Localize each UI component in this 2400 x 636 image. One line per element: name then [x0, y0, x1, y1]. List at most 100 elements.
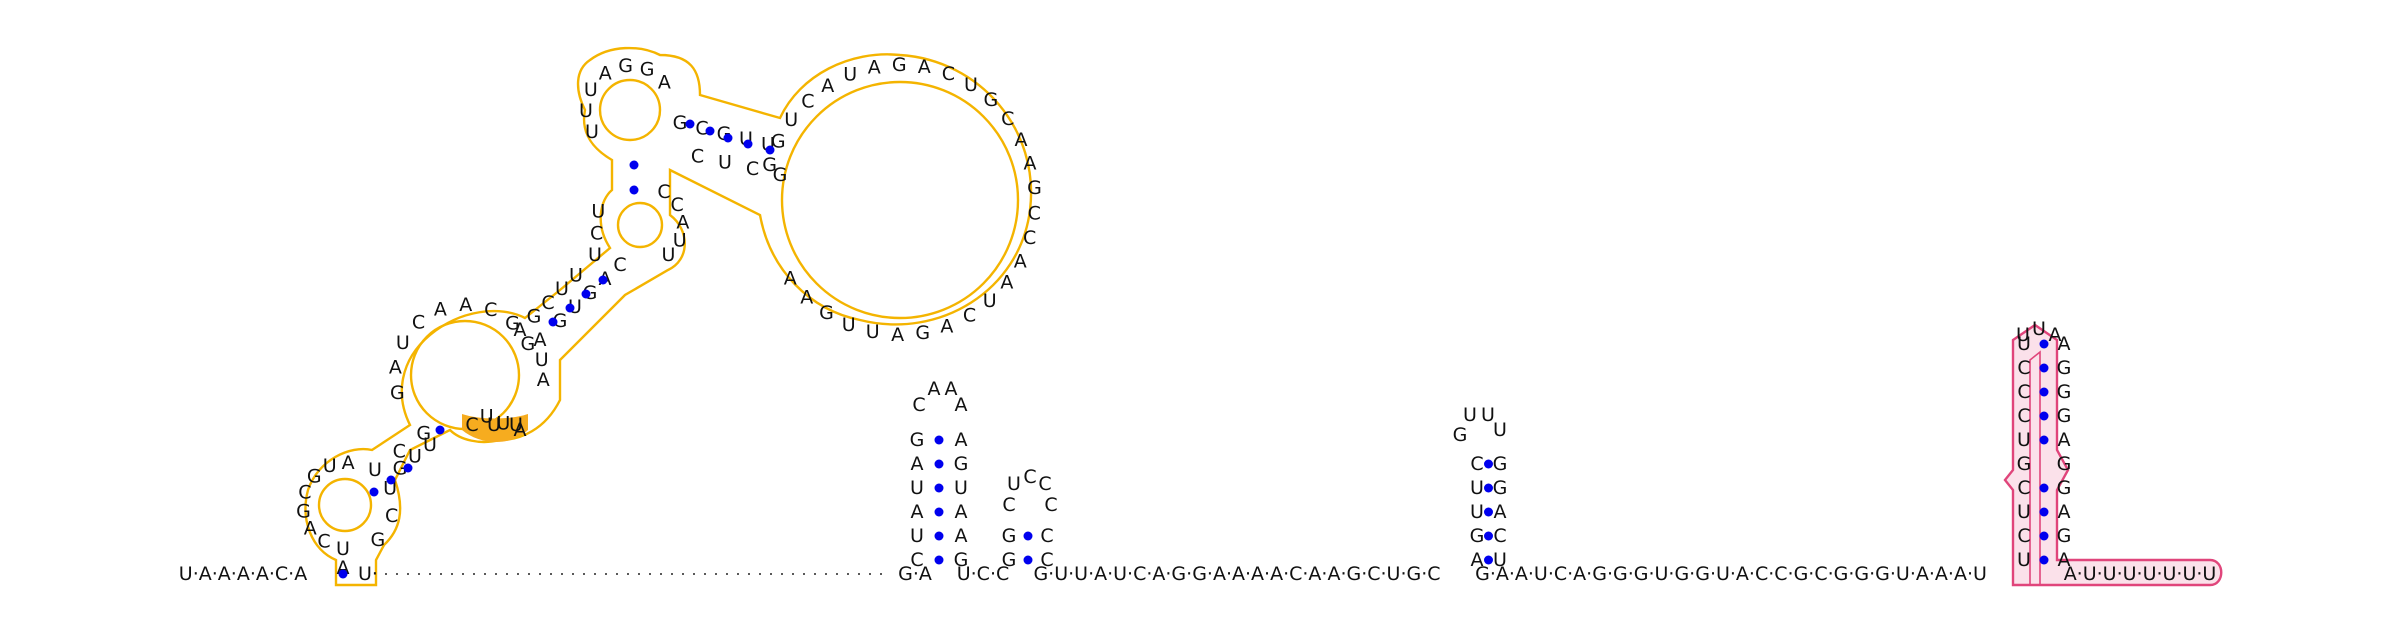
yellow-domain-nt: G — [390, 382, 405, 404]
yellow-domain-nt: C — [1023, 227, 1036, 249]
segment-ucc: U·C·C — [957, 563, 1010, 585]
yellow-domain-nt: A — [784, 268, 797, 290]
yellow-domain-nt: G — [618, 55, 633, 77]
yellow-domain-nt: A — [342, 452, 355, 474]
tail-sequence: A·U·U·U·U·U·U·U — [2064, 563, 2217, 585]
pink-loop-nt: U — [2032, 318, 2046, 340]
yellow-domain-nt: G — [762, 154, 777, 176]
hairpin-b-pair-dot — [1023, 555, 1033, 565]
hairpin-a-loop-nt: A — [955, 394, 968, 416]
yellow-domain-nt: U — [535, 349, 549, 371]
yellow-domain-nt: C — [317, 530, 330, 552]
pink-right-nt: G — [2057, 525, 2072, 547]
pink-pair-dot — [2039, 339, 2049, 349]
yellow-domain-nt: C — [613, 254, 626, 276]
yellow-domain-nt: A — [1000, 272, 1013, 294]
hairpin-c-loop-nt: U — [1463, 404, 1477, 426]
pink-domain — [2003, 323, 2223, 587]
yellow-pair-dot — [565, 303, 575, 313]
hairpin-c-pair-dot — [1484, 555, 1493, 565]
highlighted-nt: C — [465, 414, 478, 436]
yellow-domain-nt: G — [984, 89, 999, 111]
yellow-pair-dot — [598, 275, 608, 285]
yellow-domain-nt: A — [891, 324, 904, 346]
yellow-domain-nt: A — [304, 518, 317, 540]
yellow-domain-nt: U — [585, 121, 599, 143]
yellow-pair-dot — [581, 289, 591, 299]
pink-pair-dot — [2039, 555, 2049, 565]
pink-right-nt: A — [2058, 549, 2071, 571]
pink-right-nt: A — [2058, 501, 2071, 523]
yellow-domain-nt: U — [842, 314, 856, 336]
yellow-pair-dot — [548, 317, 558, 327]
pink-right-nt: A — [2058, 333, 2071, 355]
yellow-domain-nt: U — [964, 74, 978, 96]
yellow-domain-nt: A — [1014, 250, 1027, 272]
hairpin-b-left-nt: G — [1002, 525, 1017, 547]
yellow-domain-nt: C — [541, 292, 554, 314]
yellow-pair-dot — [765, 145, 775, 155]
yellow-domain-nt: G — [771, 131, 786, 153]
yellow-domain-nt: C — [691, 145, 704, 167]
yellow-domain-nt: G — [393, 457, 408, 479]
hairpin-b-right-nt: C — [1040, 525, 1053, 547]
hairpin-b-left-nt: G — [1002, 549, 1017, 571]
hairpin-a-right-nt: A — [955, 429, 968, 451]
yellow-domain-nt: A — [537, 369, 550, 391]
hairpin-a-left-nt: C — [910, 549, 923, 571]
yellow-domain-nt: G — [773, 164, 788, 186]
pink-left-nt: C — [2017, 525, 2030, 547]
yellow-domain-nt: U — [579, 100, 593, 122]
yellow-domain-nt: A — [868, 57, 881, 79]
hairpin-a-pair-dot — [934, 459, 944, 469]
yellow-pair-dot — [685, 119, 695, 129]
yellow-domain-nt: C — [942, 63, 955, 85]
hairpin-a-loop-nt: C — [912, 394, 925, 416]
yellow-domain-nt: G — [640, 59, 655, 81]
hairpin-c-left-nt: C — [1470, 453, 1483, 475]
yellow-domain-nt: U — [336, 538, 350, 560]
yellow-domain-nt: C — [695, 117, 708, 139]
hairpin-b-loop-nt: C — [1044, 494, 1057, 516]
hairpin-c-loop-nt: G — [1453, 424, 1468, 446]
bottom-sequence: U·A·A·A·A·C·A U· G·A U·C·C G·U·U·A·U·C·A… — [179, 563, 2217, 585]
segment-middle: G·U·U·A·U·C·A·G·G·A·A·A·A·C·A·A·G·C·U·G·… — [1033, 563, 1440, 585]
yellow-domain-nt: A — [676, 211, 689, 233]
hairpin-c-right-nt: C — [1493, 525, 1506, 547]
yellow-domain-nt: A — [599, 63, 612, 85]
hairpin-a-pair-dot — [934, 531, 944, 541]
yellow-domain-nt: C — [1001, 108, 1014, 130]
highlight-patch — [462, 414, 528, 443]
yellow-domain-nt: G — [915, 322, 930, 344]
hairpin-c-pair-dot — [1484, 531, 1493, 541]
pink-right-nt: A — [2058, 429, 2071, 451]
yellow-domain-nt: C — [590, 222, 603, 244]
yellow-pair-dot — [723, 133, 733, 143]
pink-left-nt: U — [2017, 333, 2031, 355]
yellow-domain-nt: A — [800, 287, 813, 309]
hairpin-c-left-nt: A — [1471, 549, 1484, 571]
yellow-domain-nt: C — [385, 505, 398, 527]
hairpin-a-right-nt: G — [954, 453, 969, 475]
hairpin-c-loop-nt: U — [1493, 419, 1507, 441]
yellow-domain-nt: C — [393, 441, 406, 463]
yellow-domain-nt: U — [718, 152, 732, 174]
pink-left-nt: C — [2017, 381, 2030, 403]
yellow-domain-nt: A — [918, 56, 931, 78]
yellow-pair-dot — [705, 126, 715, 136]
yellow-domain-nt: A — [821, 75, 834, 97]
yellow-pair-dot — [743, 139, 753, 149]
yellow-domain — [304, 46, 1033, 587]
pink-pair-dot — [2039, 483, 2049, 493]
pink-pair-dot — [2039, 507, 2049, 517]
post-stem-nt: U· — [358, 563, 378, 585]
hairpin-c-left-nt: U — [1470, 477, 1484, 499]
hairpin-c-pair-dot — [1484, 483, 1493, 493]
yellow-domain-nt: U — [983, 290, 997, 312]
yellow-domain-nt: A — [534, 329, 547, 351]
hairpin-loop-large-hole — [780, 80, 1020, 320]
yellow-domain-nt: U — [661, 244, 675, 266]
yellow-domain-nt: G — [371, 529, 386, 551]
hairpin-b-loop-nt: U — [1007, 473, 1021, 495]
